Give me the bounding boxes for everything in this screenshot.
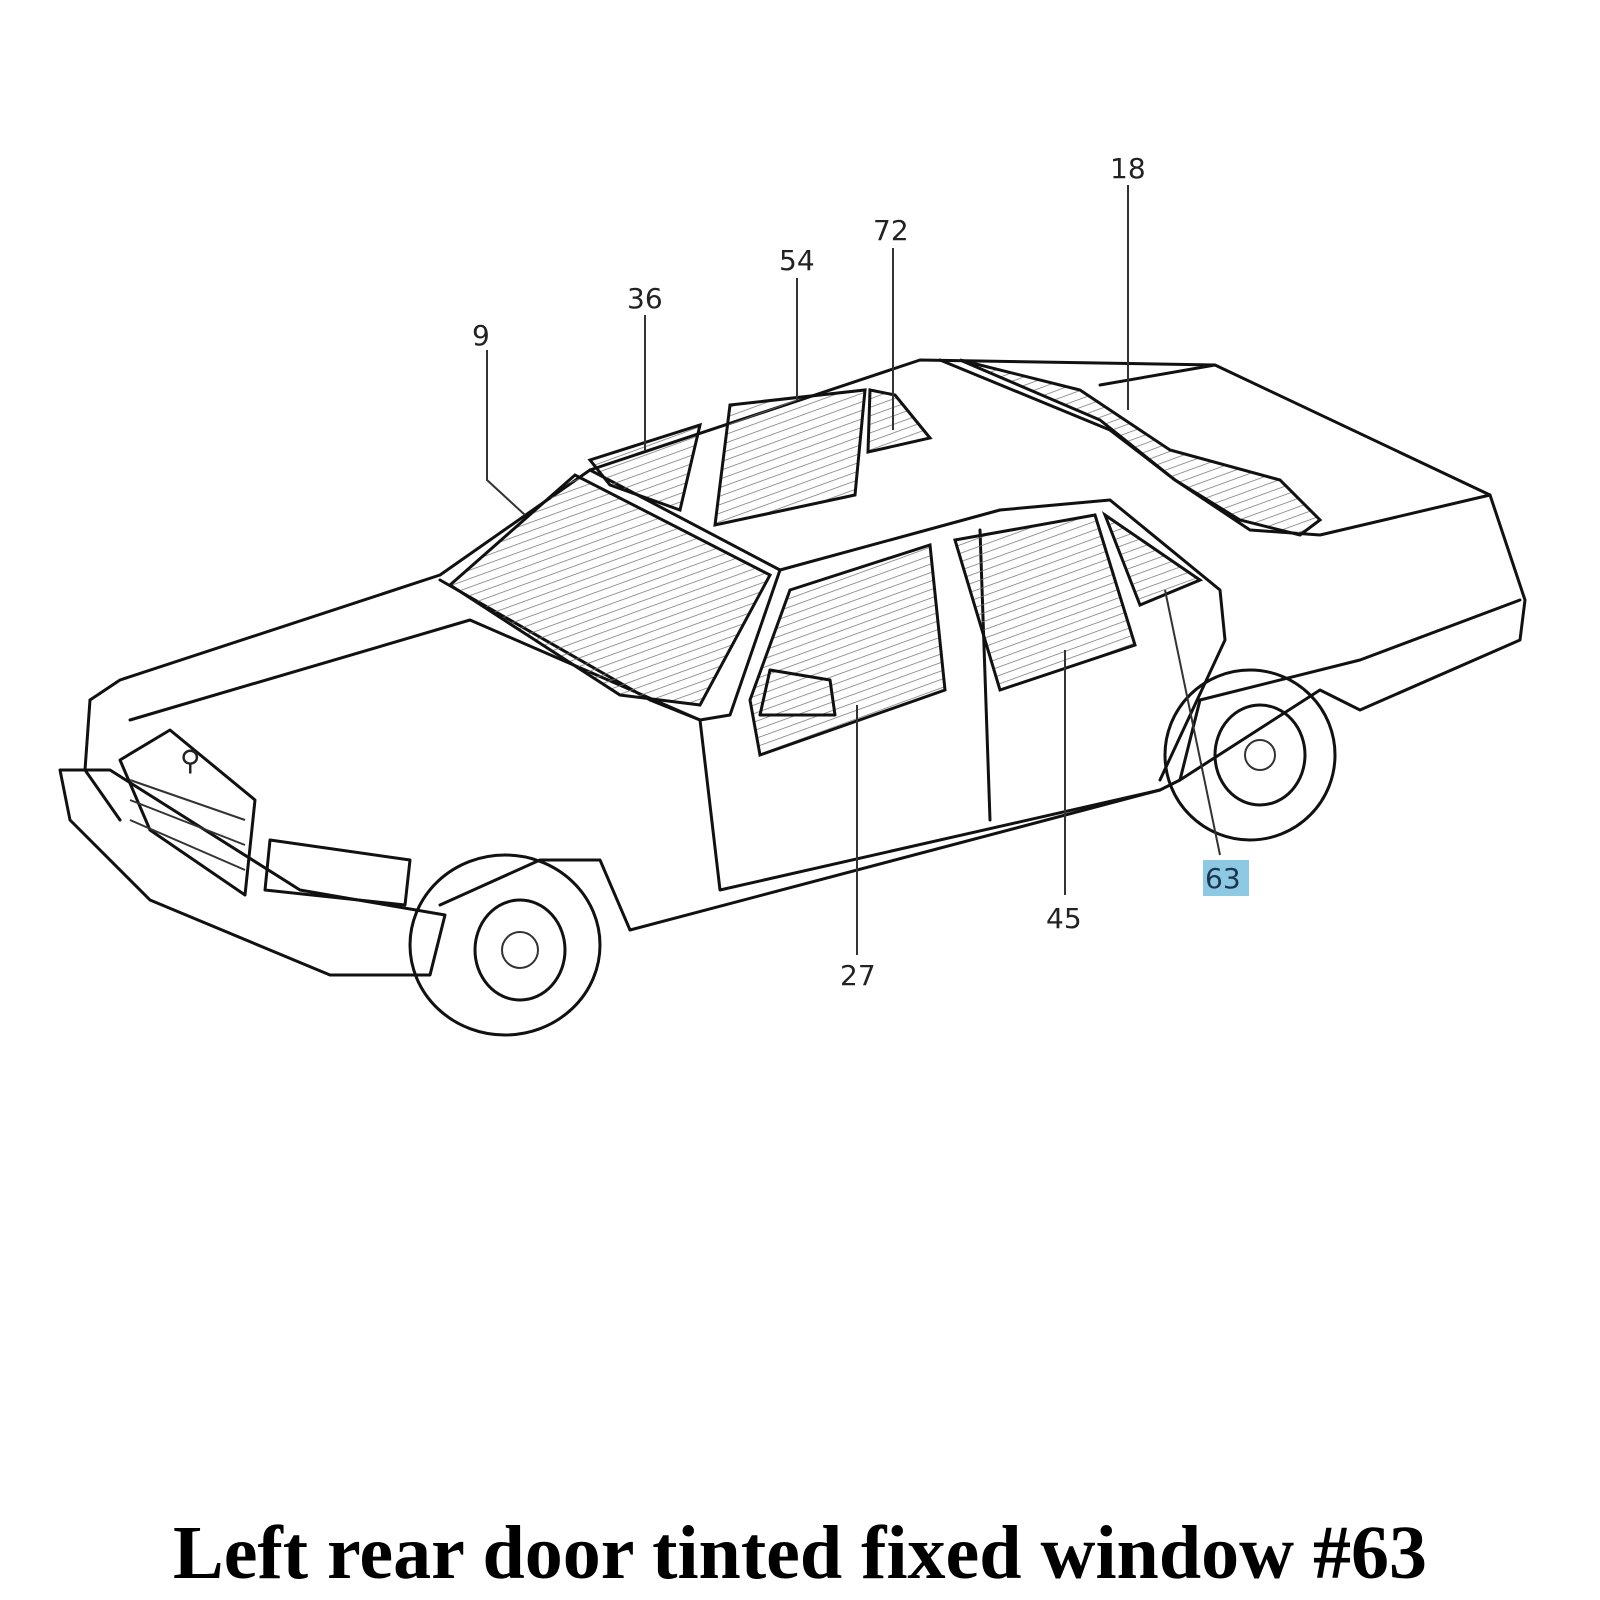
label-72: 72 [873,214,909,247]
rear-wheel [1163,668,1337,842]
headlight [263,838,412,907]
label-63-highlight [1203,860,1249,896]
sunroof-54 [713,388,867,527]
callout-labels: 9 36 54 72 18 27 45 63 [472,152,1249,992]
label-27: 27 [840,959,876,992]
side-window-36 [587,422,703,512]
hood-star-emblem: ⚲ [180,744,201,777]
side-mirror [758,668,837,717]
callout-leaders [486,185,1221,955]
caption: Left rear door tinted fixed window #63 [173,1511,1427,1595]
windshield [447,473,773,707]
rear-fixed-window-63 [1101,511,1204,607]
label-18: 18 [1110,152,1146,185]
rear-door-window-45 [953,513,1137,692]
label-63: 63 [1205,862,1241,895]
front-grille [118,728,257,897]
label-54: 54 [779,244,815,277]
label-45: 45 [1046,902,1082,935]
vent-window-72 [866,388,933,454]
front-wheel [408,853,602,1037]
label-9: 9 [472,319,490,352]
rear-window-18 [959,358,1323,537]
front-door-window-27 [748,543,947,757]
label-36: 36 [627,282,663,315]
